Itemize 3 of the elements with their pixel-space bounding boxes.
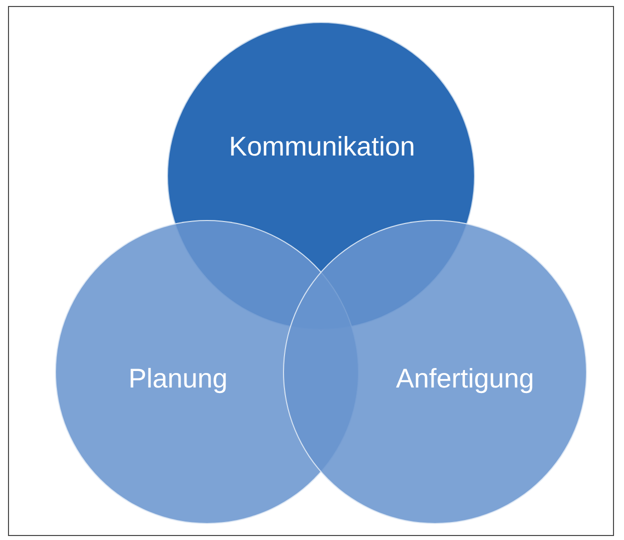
circle-label: Kommunikation	[228, 132, 416, 162]
circle-label: Anfertigung	[396, 364, 534, 394]
circle-label: Planung	[128, 364, 228, 394]
